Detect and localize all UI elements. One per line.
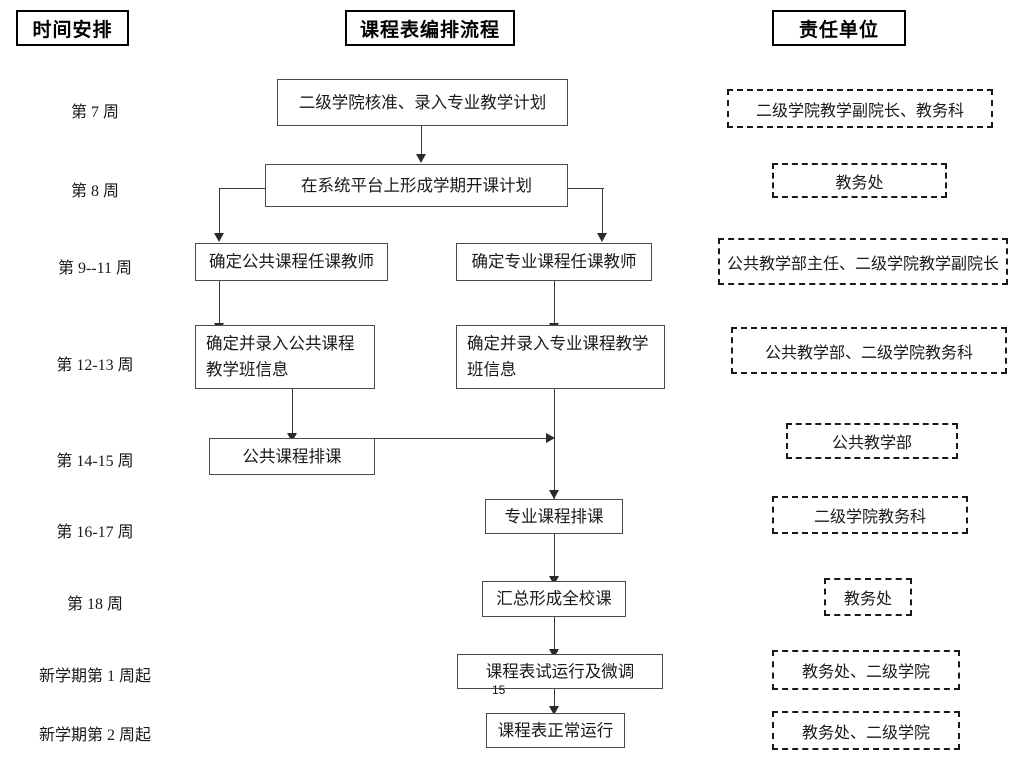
time-label-week-7: 第 7 周	[70, 104, 119, 121]
unit-box-3[interactable]: 公共教学部主任、二级学院教学副院长	[718, 238, 1008, 285]
process-box-major-class-info[interactable]: 确定并录入专业课程教学 班信息	[456, 325, 665, 389]
process-box-major-teacher-label: 确定专业课程任课教师	[471, 252, 637, 272]
connector-step2-branch-right-horizontal	[566, 188, 604, 189]
time-label-week-18: 第 18 周	[66, 596, 123, 613]
process-box-summary-label: 汇总形成全校课	[496, 589, 612, 609]
time-label-week-9-11: 第 9--11 周	[57, 260, 133, 277]
process-box-normal-run-label: 课程表正常运行	[497, 720, 614, 740]
process-box-public-teacher[interactable]: 确定公共课程任课教师	[195, 243, 388, 281]
arrow-trial-to-normal-icon	[549, 706, 559, 715]
process-box-summary[interactable]: 汇总形成全校课	[482, 581, 626, 617]
process-box-step-1-label: 二级学院核准、录入专业教学计划	[298, 92, 547, 112]
process-box-step-2[interactable]: 在系统平台上形成学期开课计划	[265, 164, 568, 207]
connector-summary-to-trial	[554, 617, 555, 652]
process-box-major-scheduling[interactable]: 专业课程排课	[485, 499, 623, 534]
process-box-major-class-info-line2: 班信息	[467, 360, 517, 379]
arrow-step1-to-step2-icon	[416, 154, 426, 163]
page-number: 15	[492, 683, 506, 697]
unit-box-8-label: 教务处、二级学院	[801, 664, 930, 681]
unit-box-6-label: 二级学院教务科	[813, 509, 926, 526]
process-box-public-class-info-line1: 确定并录入公共课程	[206, 334, 355, 354]
arrow-major-class-to-major-scheduling-icon	[549, 490, 559, 499]
unit-box-2[interactable]: 教务处	[772, 163, 947, 198]
unit-box-5[interactable]: 公共教学部	[786, 423, 958, 459]
header-flow-label: 课程表编排流程	[359, 19, 500, 41]
unit-box-1[interactable]: 二级学院教学副院长、教务科	[727, 89, 993, 128]
process-box-public-teacher-label: 确定公共课程任课教师	[209, 252, 374, 272]
unit-box-4[interactable]: 公共教学部、二级学院教务科	[731, 327, 1007, 374]
unit-box-9-label: 教务处、二级学院	[801, 724, 930, 742]
connector-major-class-to-major-scheduling	[554, 389, 555, 499]
connector-step1-to-step2	[421, 126, 422, 155]
unit-box-4-label: 公共教学部、二级学院教务科	[764, 344, 973, 362]
connector-trial-to-normal	[554, 689, 555, 713]
process-box-major-scheduling-label: 专业课程排课	[504, 506, 604, 526]
header-time-schedule-label: 时间安排	[32, 19, 113, 41]
arrow-step2-to-public-teacher-icon	[214, 233, 224, 242]
unit-box-7-label: 教务处	[843, 591, 892, 608]
unit-box-3-label: 公共教学部主任、二级学院教学副院长	[726, 255, 999, 273]
connector-public-scheduling-to-merge	[375, 438, 551, 439]
connector-major-scheduling-to-summary	[554, 534, 555, 578]
process-box-step-1[interactable]: 二级学院核准、录入专业教学计划	[277, 79, 568, 126]
unit-box-5-label: 公共教学部	[831, 435, 912, 452]
unit-box-6[interactable]: 二级学院教务科	[772, 496, 968, 534]
process-box-trial-run-label: 课程表试运行及微调	[485, 661, 635, 681]
header-time-schedule: 时间安排	[16, 10, 129, 46]
process-box-public-class-info-text: 确定并录入公共课程 教学班信息	[206, 331, 355, 382]
connector-major-teacher-to-major-class	[554, 281, 555, 325]
process-box-major-class-info-line1: 确定并录入专业课程教学	[467, 334, 649, 354]
time-label-new-term-week-1: 新学期第 1 周起	[38, 668, 151, 685]
arrow-public-class-to-public-scheduling-icon	[287, 433, 297, 442]
header-flow: 课程表编排流程	[345, 10, 515, 46]
arrow-step2-to-major-teacher-icon	[597, 233, 607, 242]
process-box-public-class-info-line2: 教学班信息	[206, 360, 289, 379]
connector-public-teacher-to-public-class	[219, 281, 220, 325]
process-box-trial-run[interactable]: 课程表试运行及微调	[457, 654, 663, 689]
time-label-week-14-15: 第 14-15 周	[56, 453, 134, 470]
arrow-public-scheduling-merge-icon	[546, 433, 555, 443]
process-box-major-class-info-text: 确定并录入专业课程教学 班信息	[467, 331, 649, 382]
process-box-step-2-label: 在系统平台上形成学期开课计划	[301, 175, 532, 195]
process-box-major-teacher[interactable]: 确定专业课程任课教师	[456, 243, 652, 281]
time-label-week-8: 第 8 周	[70, 183, 119, 200]
connector-public-class-to-public-scheduling	[292, 389, 293, 435]
process-box-public-scheduling-label: 公共课程排课	[242, 446, 342, 466]
time-label-new-term-week-2: 新学期第 2 周起	[38, 727, 151, 744]
unit-box-7[interactable]: 教务处	[824, 578, 912, 616]
unit-box-2-label: 教务处	[835, 174, 884, 192]
unit-box-1-label: 二级学院教学副院长、教务科	[755, 102, 964, 120]
connector-step2-branch-left-horizontal	[219, 188, 267, 189]
process-box-public-class-info[interactable]: 确定并录入公共课程 教学班信息	[195, 325, 375, 389]
time-label-week-16-17: 第 16-17 周	[56, 524, 134, 541]
process-box-public-scheduling[interactable]: 公共课程排课	[209, 438, 375, 475]
arrow-major-scheduling-to-summary-icon	[549, 576, 559, 585]
connector-step2-branch-right-vertical	[602, 188, 603, 234]
time-label-week-12-13: 第 12-13 周	[56, 357, 134, 374]
process-box-normal-run[interactable]: 课程表正常运行	[486, 713, 625, 748]
unit-box-8[interactable]: 教务处、二级学院	[772, 650, 960, 690]
arrow-summary-to-trial-icon	[549, 649, 559, 658]
header-responsible-unit-label: 责任单位	[798, 19, 879, 41]
unit-box-9[interactable]: 教务处、二级学院	[772, 711, 960, 750]
connector-step2-branch-left-vertical	[219, 188, 220, 234]
header-responsible-unit: 责任单位	[772, 10, 906, 46]
